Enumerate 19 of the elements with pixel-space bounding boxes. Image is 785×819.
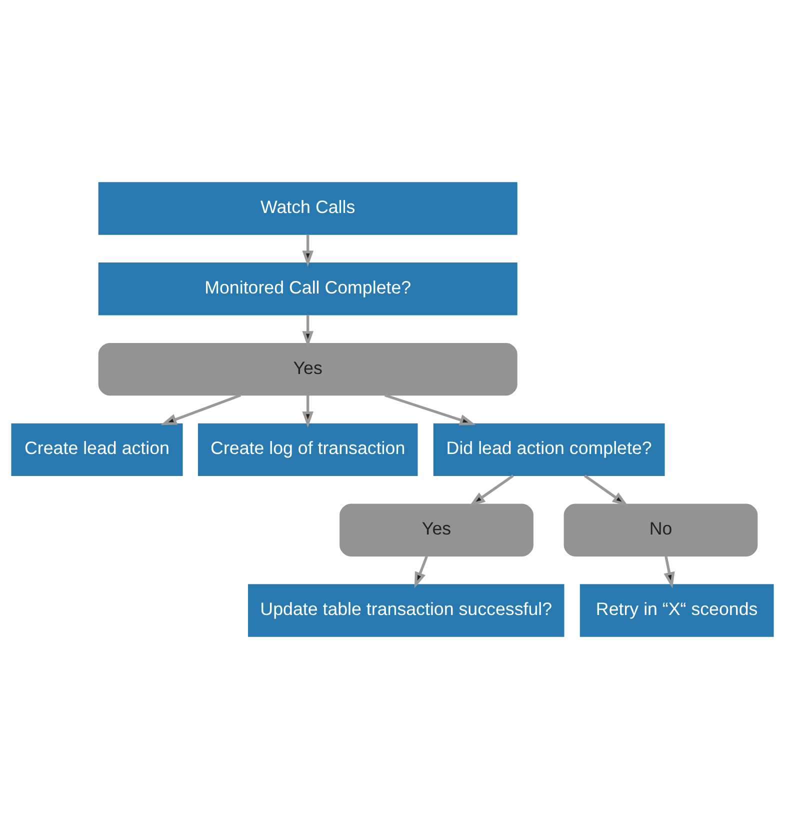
arrow [469, 474, 514, 506]
node-box: Monitored Call Complete? [98, 262, 518, 316]
arrow [302, 396, 314, 428]
node-box: Did lead action complete? [433, 423, 665, 476]
arrow [664, 556, 675, 588]
arrow [584, 474, 628, 506]
node-box: Create log of transaction [198, 423, 418, 476]
node-box: Yes [98, 342, 518, 396]
arrow [384, 394, 476, 426]
arrow [160, 394, 242, 426]
node-box: Yes [340, 504, 534, 556]
node-box: Watch Calls [98, 182, 518, 235]
node-box: No [564, 504, 758, 556]
arrow [302, 234, 314, 267]
node-box: Retry in “X“ sceonds [580, 584, 774, 637]
arrow [414, 556, 428, 588]
node-box: Create lead action [11, 423, 183, 476]
node-box: Update table transaction successful? [248, 584, 564, 637]
arrow [302, 315, 314, 348]
